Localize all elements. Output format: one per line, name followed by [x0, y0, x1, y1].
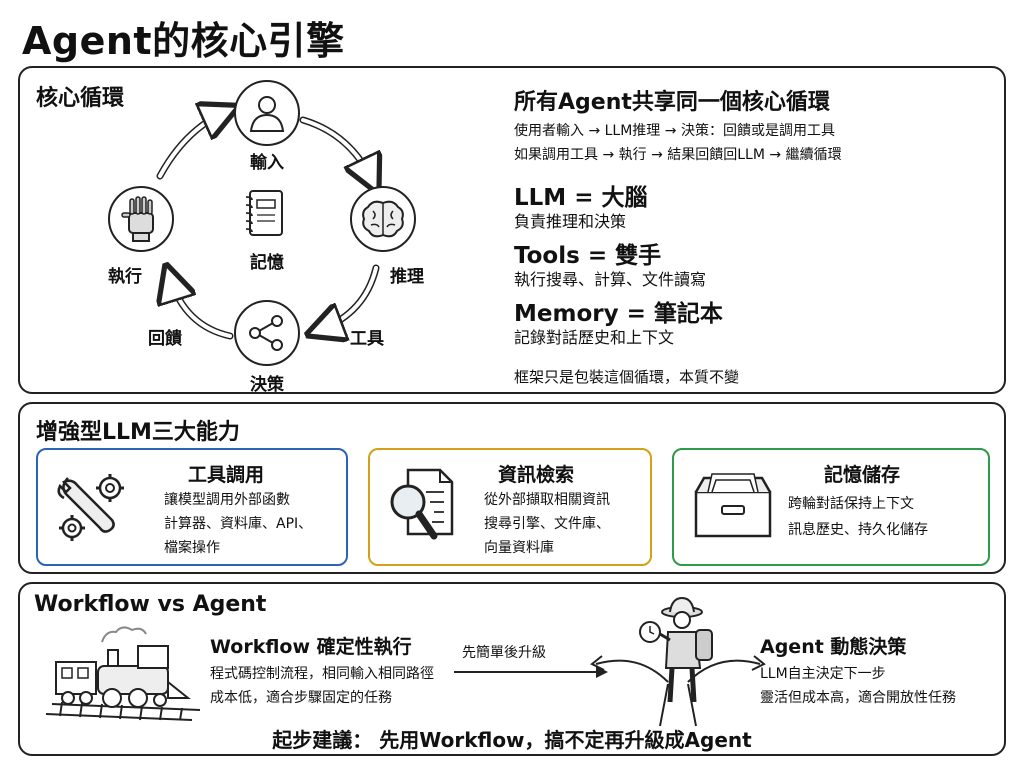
retrieval-line-3: 向量資料庫	[484, 540, 554, 556]
starter-tip: 起步建議： 先用Workflow，搞不定再升級成Agent	[272, 728, 752, 752]
workflow-line-2: 成本低，適合步驟固定的任務	[210, 690, 392, 706]
upgrade-arrow	[454, 666, 608, 678]
tools-title: Tools = 雙手	[514, 243, 662, 269]
core-loop-panel: 核心循環 輸入 推	[18, 66, 1006, 395]
memory-label: 記憶	[250, 253, 284, 273]
memory-desc: 記錄對話歷史和上下文	[514, 328, 675, 347]
decision-label: 決策	[250, 375, 284, 395]
retrieval-line-2: 搜尋引擎、文件庫、	[484, 516, 610, 532]
workflow-line-1: 程式碼控制流程，相同輸入相同路徑	[210, 666, 434, 682]
notebook-icon	[245, 190, 283, 236]
retrieval-line-1: 從外部擷取相關資訊	[484, 492, 610, 508]
tool-calling-line-1: 讓模型調用外部函數	[164, 492, 290, 508]
wrench-gear-icon	[57, 474, 124, 541]
tool-calling-title: 工具調用	[188, 464, 265, 486]
agent-heading: Agent 動態決策	[760, 636, 907, 658]
user-icon	[249, 96, 285, 132]
memory-title: Memory = 筆記本	[514, 301, 723, 327]
workflow-vs-agent-title: Workflow vs Agent	[34, 592, 267, 617]
capability-retrieval: 資訊檢索 從外部擷取相關資訊 搜尋引擎、文件庫、 向量資料庫	[368, 448, 652, 566]
file-box-icon	[694, 473, 772, 538]
capabilities-title: 增強型LLM三大能力	[36, 420, 240, 445]
memory-storage-line-2: 訊息歷史、持久化儲存	[788, 522, 928, 538]
llm-title: LLM = 大腦	[514, 185, 648, 211]
cycle-arrows	[20, 68, 500, 394]
retrieval-title: 資訊檢索	[498, 464, 575, 486]
capability-memory: 記憶儲存 跨輪對話保持上下文 訊息歷史、持久化儲存	[672, 448, 990, 566]
train-icon	[45, 626, 201, 721]
input-node	[234, 80, 300, 146]
execute-node	[108, 186, 174, 252]
tools-desc: 執行搜尋、計算、文件讀寫	[514, 270, 707, 289]
workflow-vs-agent-panel: Workflow vs Agent Workflow 確定性執行 程式碼控制流程…	[18, 582, 1006, 756]
capabilities-panel: 增強型LLM三大能力 工具調用 讓模型調用外部函數 計算器、資料庫、API、 檔…	[18, 402, 1006, 574]
page-title: Agent的核心引擎	[22, 19, 345, 63]
robot-hand-icon	[121, 196, 154, 242]
core-footer: 框架只是包裝這個循環，本質不變	[514, 368, 740, 386]
reasoning-node	[350, 186, 416, 252]
workflow-heading: Workflow 確定性執行	[210, 636, 412, 658]
core-loop-title: 核心循環	[36, 86, 125, 111]
explorer-crossroads-icon	[590, 596, 766, 727]
memory-storage-title: 記憶儲存	[824, 464, 901, 486]
agent-line-1: LLM自主決定下一步	[760, 666, 886, 682]
document-search-icon	[390, 468, 454, 540]
core-flow-line-2: 如果調用工具 → 執行 → 結果回饋回LLM → 繼續循環	[514, 147, 842, 163]
share-branch-icon	[249, 315, 283, 351]
tool-calling-line-2: 計算器、資料庫、API、	[164, 516, 313, 532]
core-headline: 所有Agent共享同一個核心循環	[514, 90, 830, 115]
brain-icon	[362, 200, 404, 238]
tools-edge-label: 工具	[350, 329, 384, 349]
memory-storage-line-1: 跨輪對話保持上下文	[788, 496, 914, 512]
execute-label: 執行	[108, 267, 142, 287]
tool-calling-line-3: 檔案操作	[164, 540, 220, 556]
llm-desc: 負責推理和決策	[514, 212, 627, 231]
input-label: 輸入	[250, 153, 284, 173]
core-flow-line-1: 使用者輸入 → LLM推理 → 決策：回饋或是調用工具	[514, 123, 835, 139]
decision-node	[234, 300, 300, 366]
agent-line-2: 靈活但成本高，適合開放性任務	[760, 690, 956, 706]
feedback-edge-label: 回饋	[148, 329, 182, 349]
upgrade-arrow-label: 先簡單後升級	[462, 645, 546, 661]
reasoning-label: 推理	[390, 267, 424, 287]
capability-tool-calling: 工具調用 讓模型調用外部函數 計算器、資料庫、API、 檔案操作	[36, 448, 348, 566]
